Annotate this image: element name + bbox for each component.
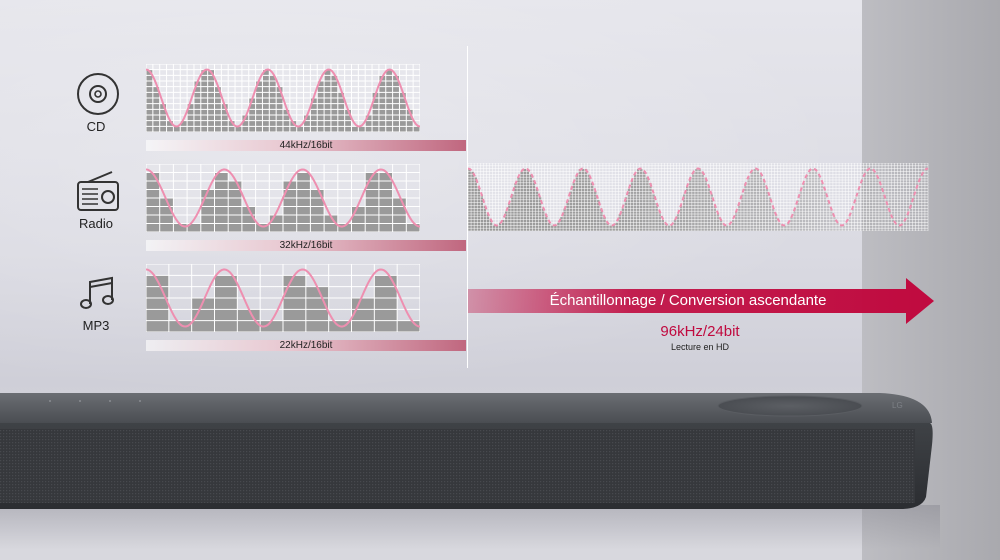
arrow-right-icon bbox=[468, 278, 934, 324]
waveform-mp3 bbox=[146, 264, 420, 332]
waveform-cd bbox=[146, 64, 420, 132]
cd-icon bbox=[77, 73, 119, 115]
soundbar-image: LG bbox=[0, 393, 933, 509]
music-note-icon bbox=[80, 276, 114, 309]
hd-sample-rate: 96kHz/24bit bbox=[660, 323, 740, 340]
source-label-mp3: MP3 bbox=[82, 318, 110, 333]
radio-icon bbox=[77, 171, 119, 211]
waveform-hd bbox=[468, 163, 929, 231]
sample-rate-radio: 32kHz/16bit bbox=[279, 240, 333, 251]
hd-playback-label: Lecture en HD bbox=[670, 342, 730, 352]
brand-logo: LG bbox=[892, 401, 903, 410]
floor-shadow bbox=[0, 505, 940, 560]
upscale-label: Échantillonnage / Conversion ascendante bbox=[549, 292, 827, 309]
sample-rate-bar-cd bbox=[146, 140, 466, 151]
divider-line bbox=[467, 46, 468, 368]
sample-rate-bar-radio bbox=[146, 240, 466, 251]
sample-rate-bar-mp3 bbox=[146, 340, 466, 351]
sample-rate-cd: 44kHz/16bit bbox=[279, 140, 333, 151]
waveform-radio bbox=[146, 164, 420, 232]
source-label-radio: Radio bbox=[79, 216, 113, 231]
upscale-arrow: Échantillonnage / Conversion ascendante bbox=[468, 278, 938, 324]
sample-rate-mp3: 22kHz/16bit bbox=[279, 340, 333, 351]
source-label-cd: CD bbox=[86, 119, 106, 134]
